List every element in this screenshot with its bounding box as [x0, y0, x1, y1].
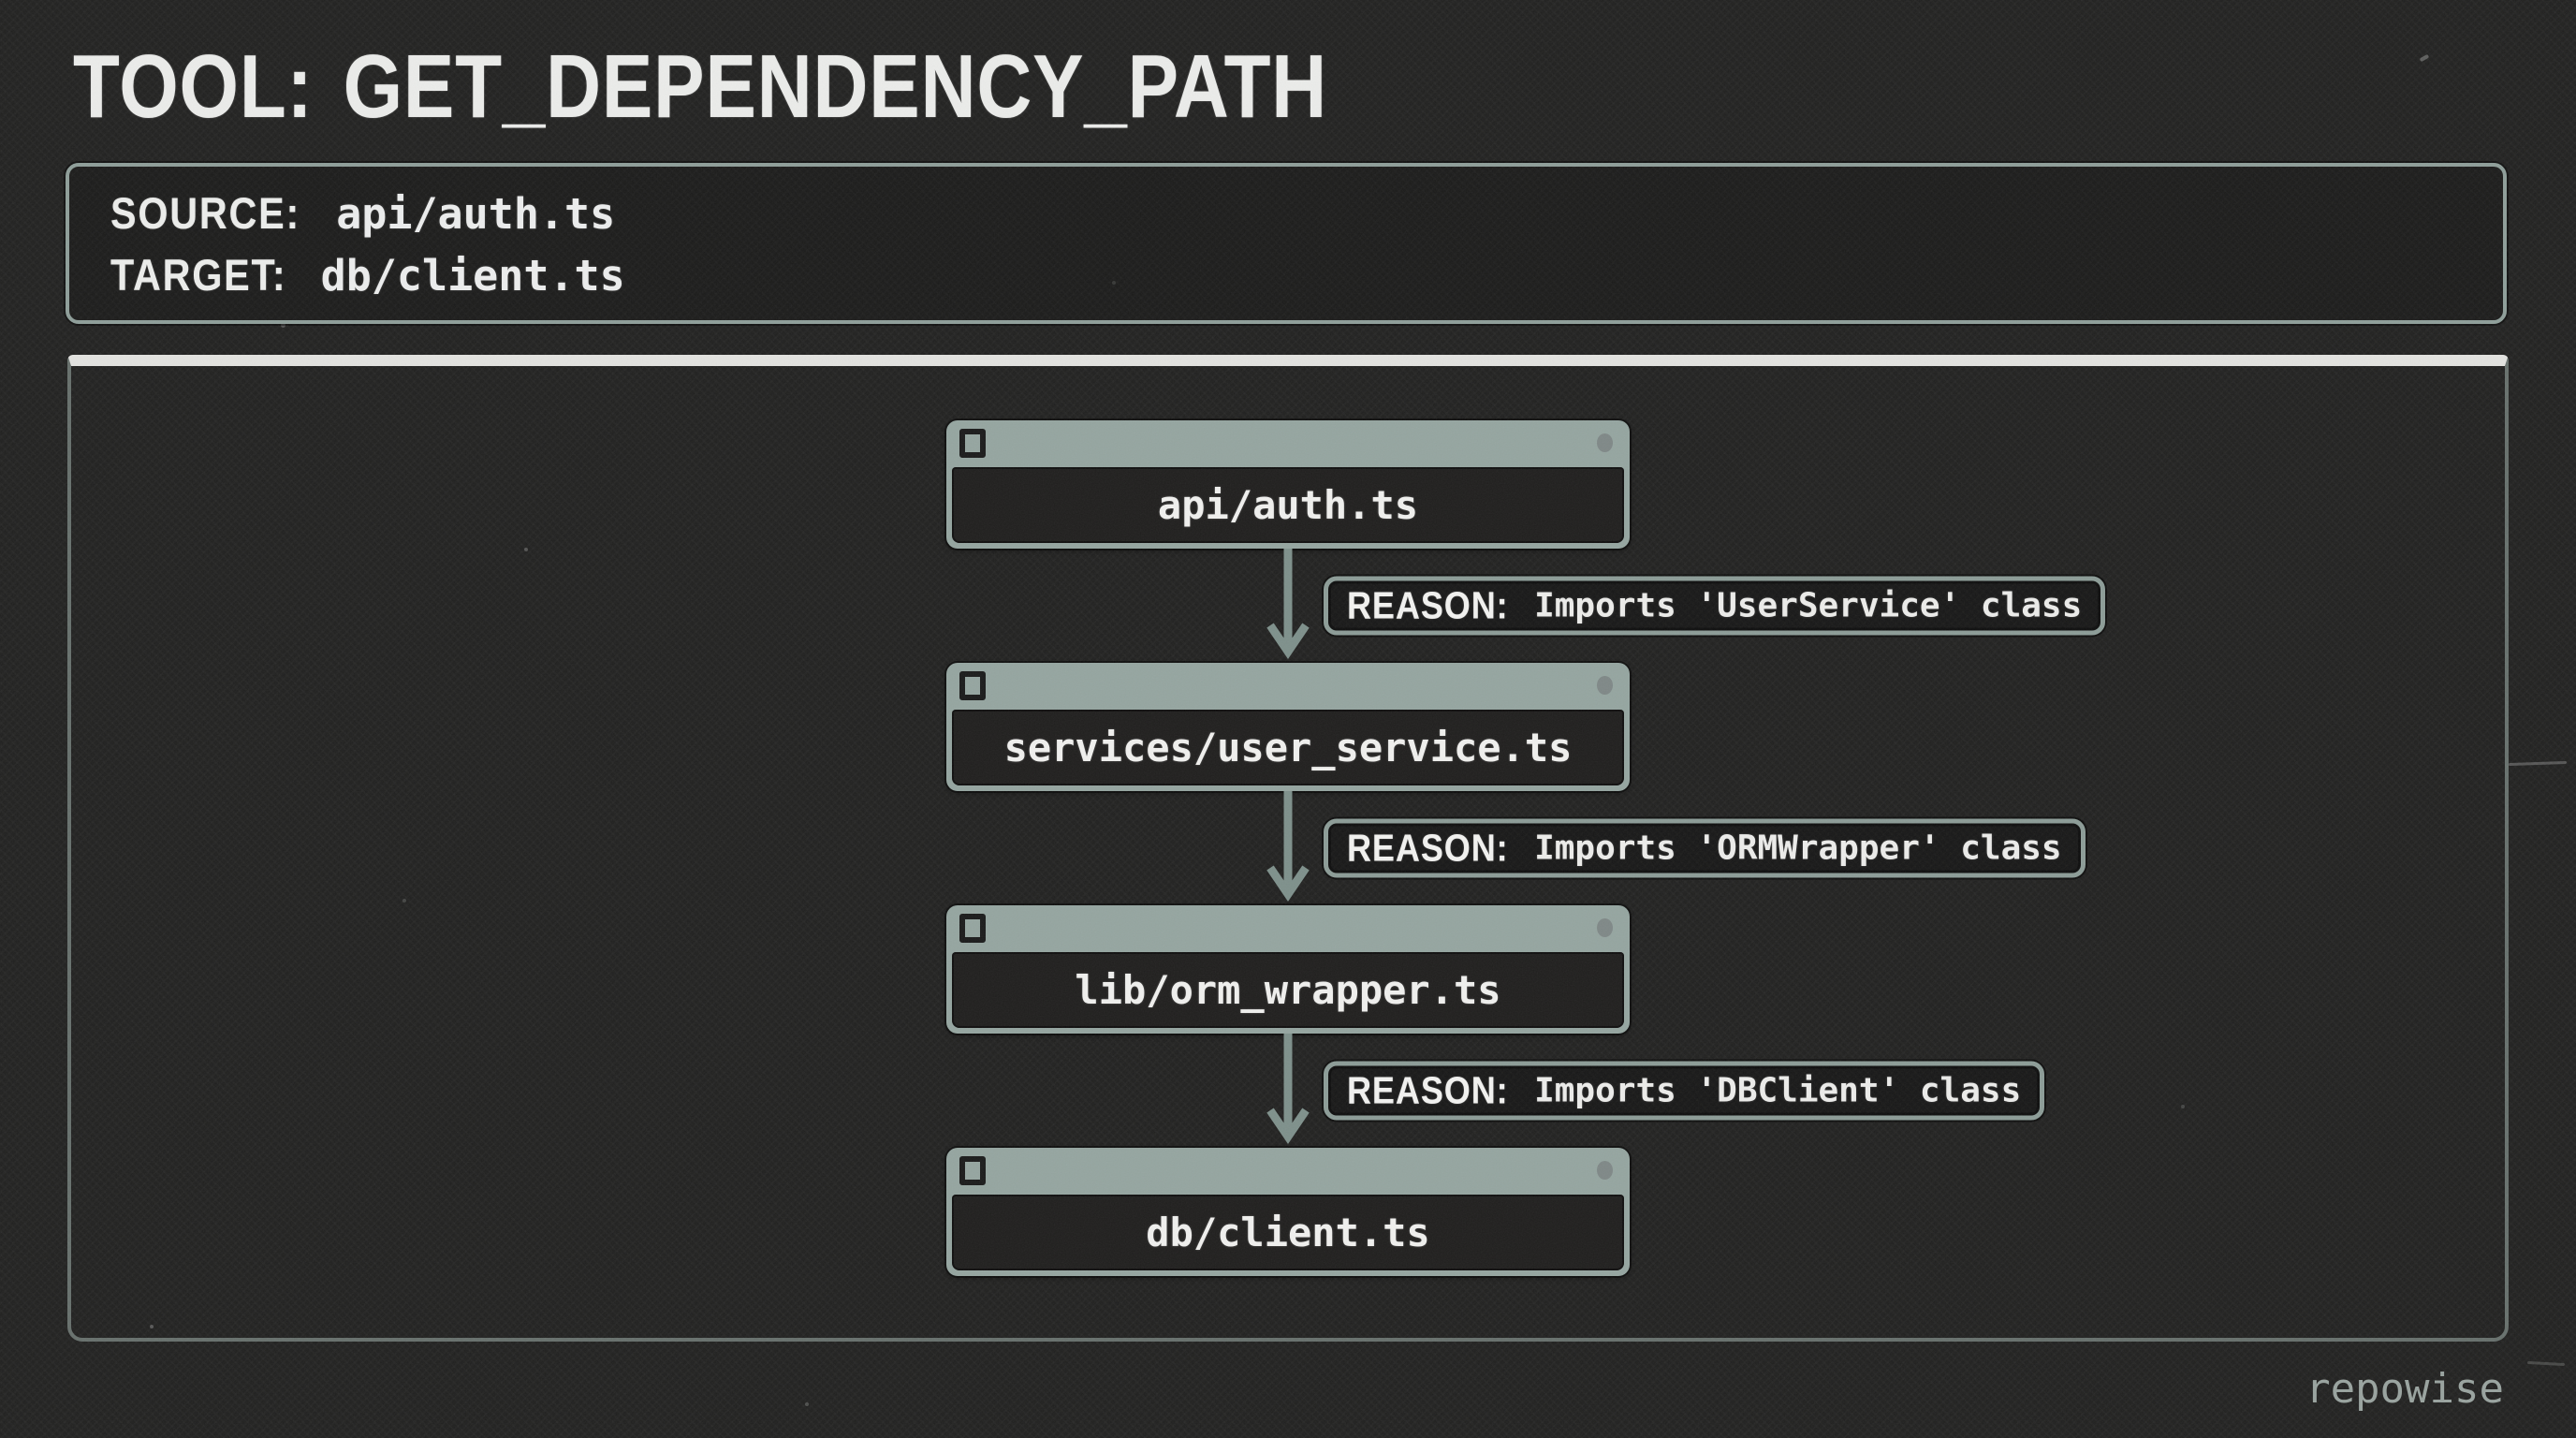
dependency-flow: api/auth.ts REASON: Imports 'UserService…	[71, 420, 2505, 1276]
reason-text: Imports 'ORMWrapper' class	[1534, 829, 2062, 868]
checkbox-icon	[959, 429, 986, 458]
checkbox-icon	[959, 1156, 986, 1185]
source-value: api/auth.ts	[336, 189, 616, 239]
page-title-text: TOOL: GET_DEPENDENCY_PATH	[73, 37, 1328, 137]
file-node-user-service: services/user_service.ts	[946, 663, 1630, 791]
window-dot-icon	[1597, 918, 1613, 937]
edge-row: REASON: Imports 'UserService' class	[71, 549, 2505, 663]
reason-label: REASON:	[1347, 826, 1509, 870]
checkbox-icon	[959, 671, 986, 700]
reason-badge: REASON: Imports 'ORMWrapper' class	[1324, 818, 2086, 878]
reason-badge: REASON: Imports 'UserService' class	[1324, 576, 2106, 636]
checkbox-icon	[959, 914, 986, 943]
scratch-mark	[2508, 760, 2568, 767]
source-label: SOURCE:	[110, 188, 301, 238]
query-params-box: SOURCE: api/auth.ts TARGET: db/client.ts	[66, 163, 2507, 324]
node-body: lib/orm_wrapper.ts	[952, 952, 1624, 1028]
window-dot-icon	[1597, 433, 1613, 452]
node-file-label: db/client.ts	[1146, 1210, 1430, 1255]
node-body: api/auth.ts	[952, 467, 1624, 543]
arrow-down-icon	[1266, 791, 1310, 902]
edge-row: REASON: Imports 'ORMWrapper' class	[71, 791, 2505, 905]
reason-label: REASON:	[1347, 1068, 1509, 1112]
target-value: db/client.ts	[320, 251, 625, 301]
scratch-mark	[2526, 1360, 2566, 1367]
node-file-label: services/user_service.ts	[1003, 725, 1573, 770]
reason-badge: REASON: Imports 'DBClient' class	[1324, 1061, 2045, 1121]
edge-row: REASON: Imports 'DBClient' class	[71, 1034, 2505, 1148]
node-body: services/user_service.ts	[952, 710, 1624, 785]
source-param-line: SOURCE: api/auth.ts	[110, 187, 2503, 249]
node-titlebar	[952, 663, 1624, 710]
file-node-db-client: db/client.ts	[946, 1148, 1630, 1276]
node-titlebar	[952, 905, 1624, 952]
dependency-path-panel: api/auth.ts REASON: Imports 'UserService…	[67, 355, 2509, 1342]
reason-text: Imports 'DBClient' class	[1534, 1071, 2022, 1110]
dust-speck	[2419, 53, 2430, 63]
file-node-orm-wrapper: lib/orm_wrapper.ts	[946, 905, 1630, 1034]
page-title: TOOL: GET_DEPENDENCY_PATH	[73, 37, 1549, 137]
node-file-label: api/auth.ts	[1157, 482, 1419, 528]
arrow-down-icon	[1266, 1034, 1310, 1145]
dust-speck	[805, 1402, 809, 1406]
window-dot-icon	[1597, 1161, 1613, 1180]
reason-label: REASON:	[1347, 583, 1509, 627]
window-dot-icon	[1597, 676, 1613, 695]
target-param-line: TARGET: db/client.ts	[110, 249, 2503, 311]
brand-watermark: repowise	[2305, 1365, 2504, 1413]
arrow-down-icon	[1266, 549, 1310, 660]
node-titlebar	[952, 420, 1624, 467]
node-file-label: lib/orm_wrapper.ts	[1075, 967, 1501, 1013]
node-body: db/client.ts	[952, 1195, 1624, 1270]
node-titlebar	[952, 1148, 1624, 1195]
file-node-api-auth: api/auth.ts	[946, 420, 1630, 549]
reason-text: Imports 'UserService' class	[1534, 586, 2083, 625]
target-label: TARGET:	[110, 250, 287, 300]
